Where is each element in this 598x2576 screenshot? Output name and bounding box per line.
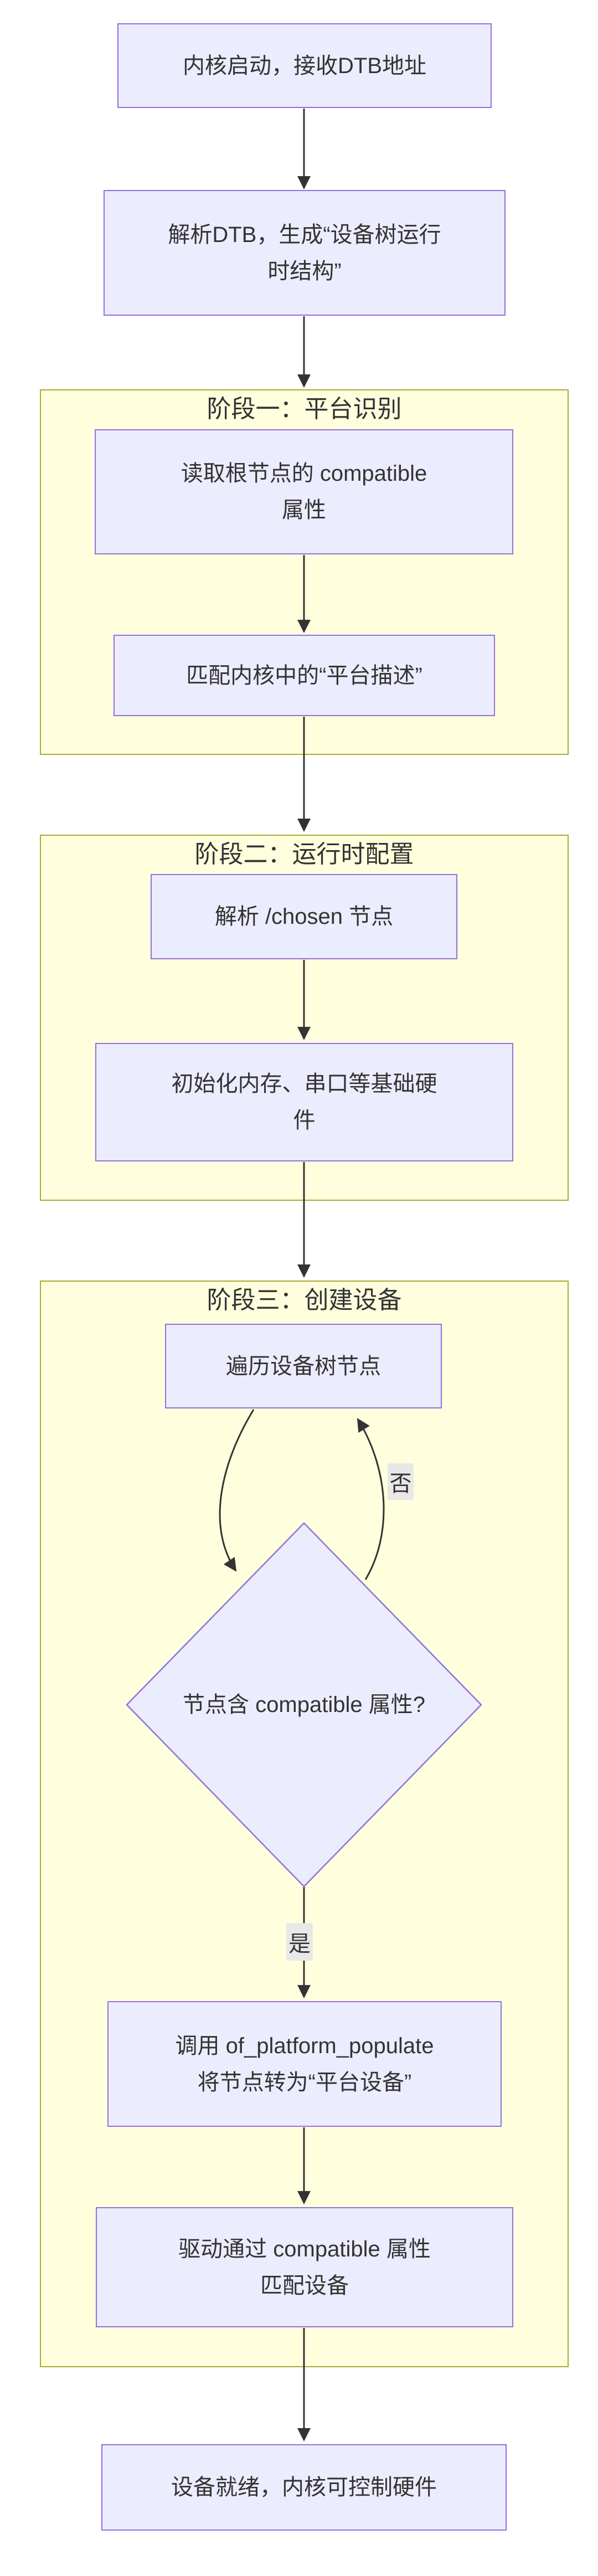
node-drv-match: 驱动通过 compatible 属性 匹配设备	[96, 2207, 513, 2327]
edge-label-no-text: 否	[389, 1472, 412, 1496]
node-match-desc: 匹配内核中的“平台描述”	[114, 635, 495, 716]
node-match-desc-label: 匹配内核中的“平台描述”	[186, 663, 422, 688]
node-init-hw-line2: 件	[293, 1108, 316, 1133]
cluster-phase1-title: 阶段一：平台识别	[207, 395, 402, 423]
node-parse-dtb-line1: 解析DTB，生成“设备树运行	[168, 222, 441, 247]
node-read-compat: 读取根节点的 compatible 属性	[95, 429, 513, 554]
node-parse-chosen-label: 解析 /chosen 节点	[214, 904, 394, 929]
node-init-hw-line1: 初始化内存、串口等基础硬	[171, 1072, 437, 1096]
node-start: 内核启动，接收DTB地址	[117, 23, 492, 108]
arrow-decision-no-to-traverse	[357, 1418, 385, 1580]
node-init-hw: 初始化内存、串口等基础硬 件	[95, 1043, 513, 1161]
edge-label-no: 否	[388, 1463, 414, 1500]
node-drv-match-line1: 驱动通过 compatible 属性	[178, 2236, 431, 2261]
node-traverse-label: 遍历设备树节点	[226, 1354, 381, 1379]
node-populate-line2: 将节点转为“平台设备”	[197, 2070, 412, 2095]
node-traverse: 遍历设备树节点	[165, 1324, 442, 1408]
arrow-traverse-to-decision	[219, 1409, 255, 1572]
node-populate-line1: 调用 of_platform_populate	[175, 2033, 434, 2058]
cluster-phase2-title: 阶段二：运行时配置	[194, 841, 414, 868]
edge-label-yes-text: 是	[288, 1932, 311, 1956]
decision-diamond	[126, 1522, 482, 1888]
cluster-phase3-title: 阶段三：创建设备	[207, 1287, 402, 1314]
node-parse-dtb-line2: 时结构”	[267, 259, 342, 284]
node-done: 设备就绪，内核可控制硬件	[101, 2444, 507, 2531]
node-parse-dtb: 解析DTB，生成“设备树运行 时结构”	[104, 190, 506, 316]
node-parse-chosen: 解析 /chosen 节点	[151, 874, 457, 959]
node-read-compat-line1: 读取根节点的 compatible	[181, 461, 427, 486]
node-done-label: 设备就绪，内核可控制硬件	[171, 2475, 437, 2500]
node-start-label: 内核启动，接收DTB地址	[183, 53, 426, 78]
node-drv-match-line2: 匹配设备	[260, 2273, 349, 2298]
decision-diamond-label: 节点含 compatible 属性?	[183, 1693, 425, 1717]
edge-label-yes: 是	[286, 1923, 313, 1961]
node-populate: 调用 of_platform_populate 将节点转为“平台设备”	[107, 2001, 502, 2127]
node-read-compat-line2: 属性	[282, 498, 326, 522]
